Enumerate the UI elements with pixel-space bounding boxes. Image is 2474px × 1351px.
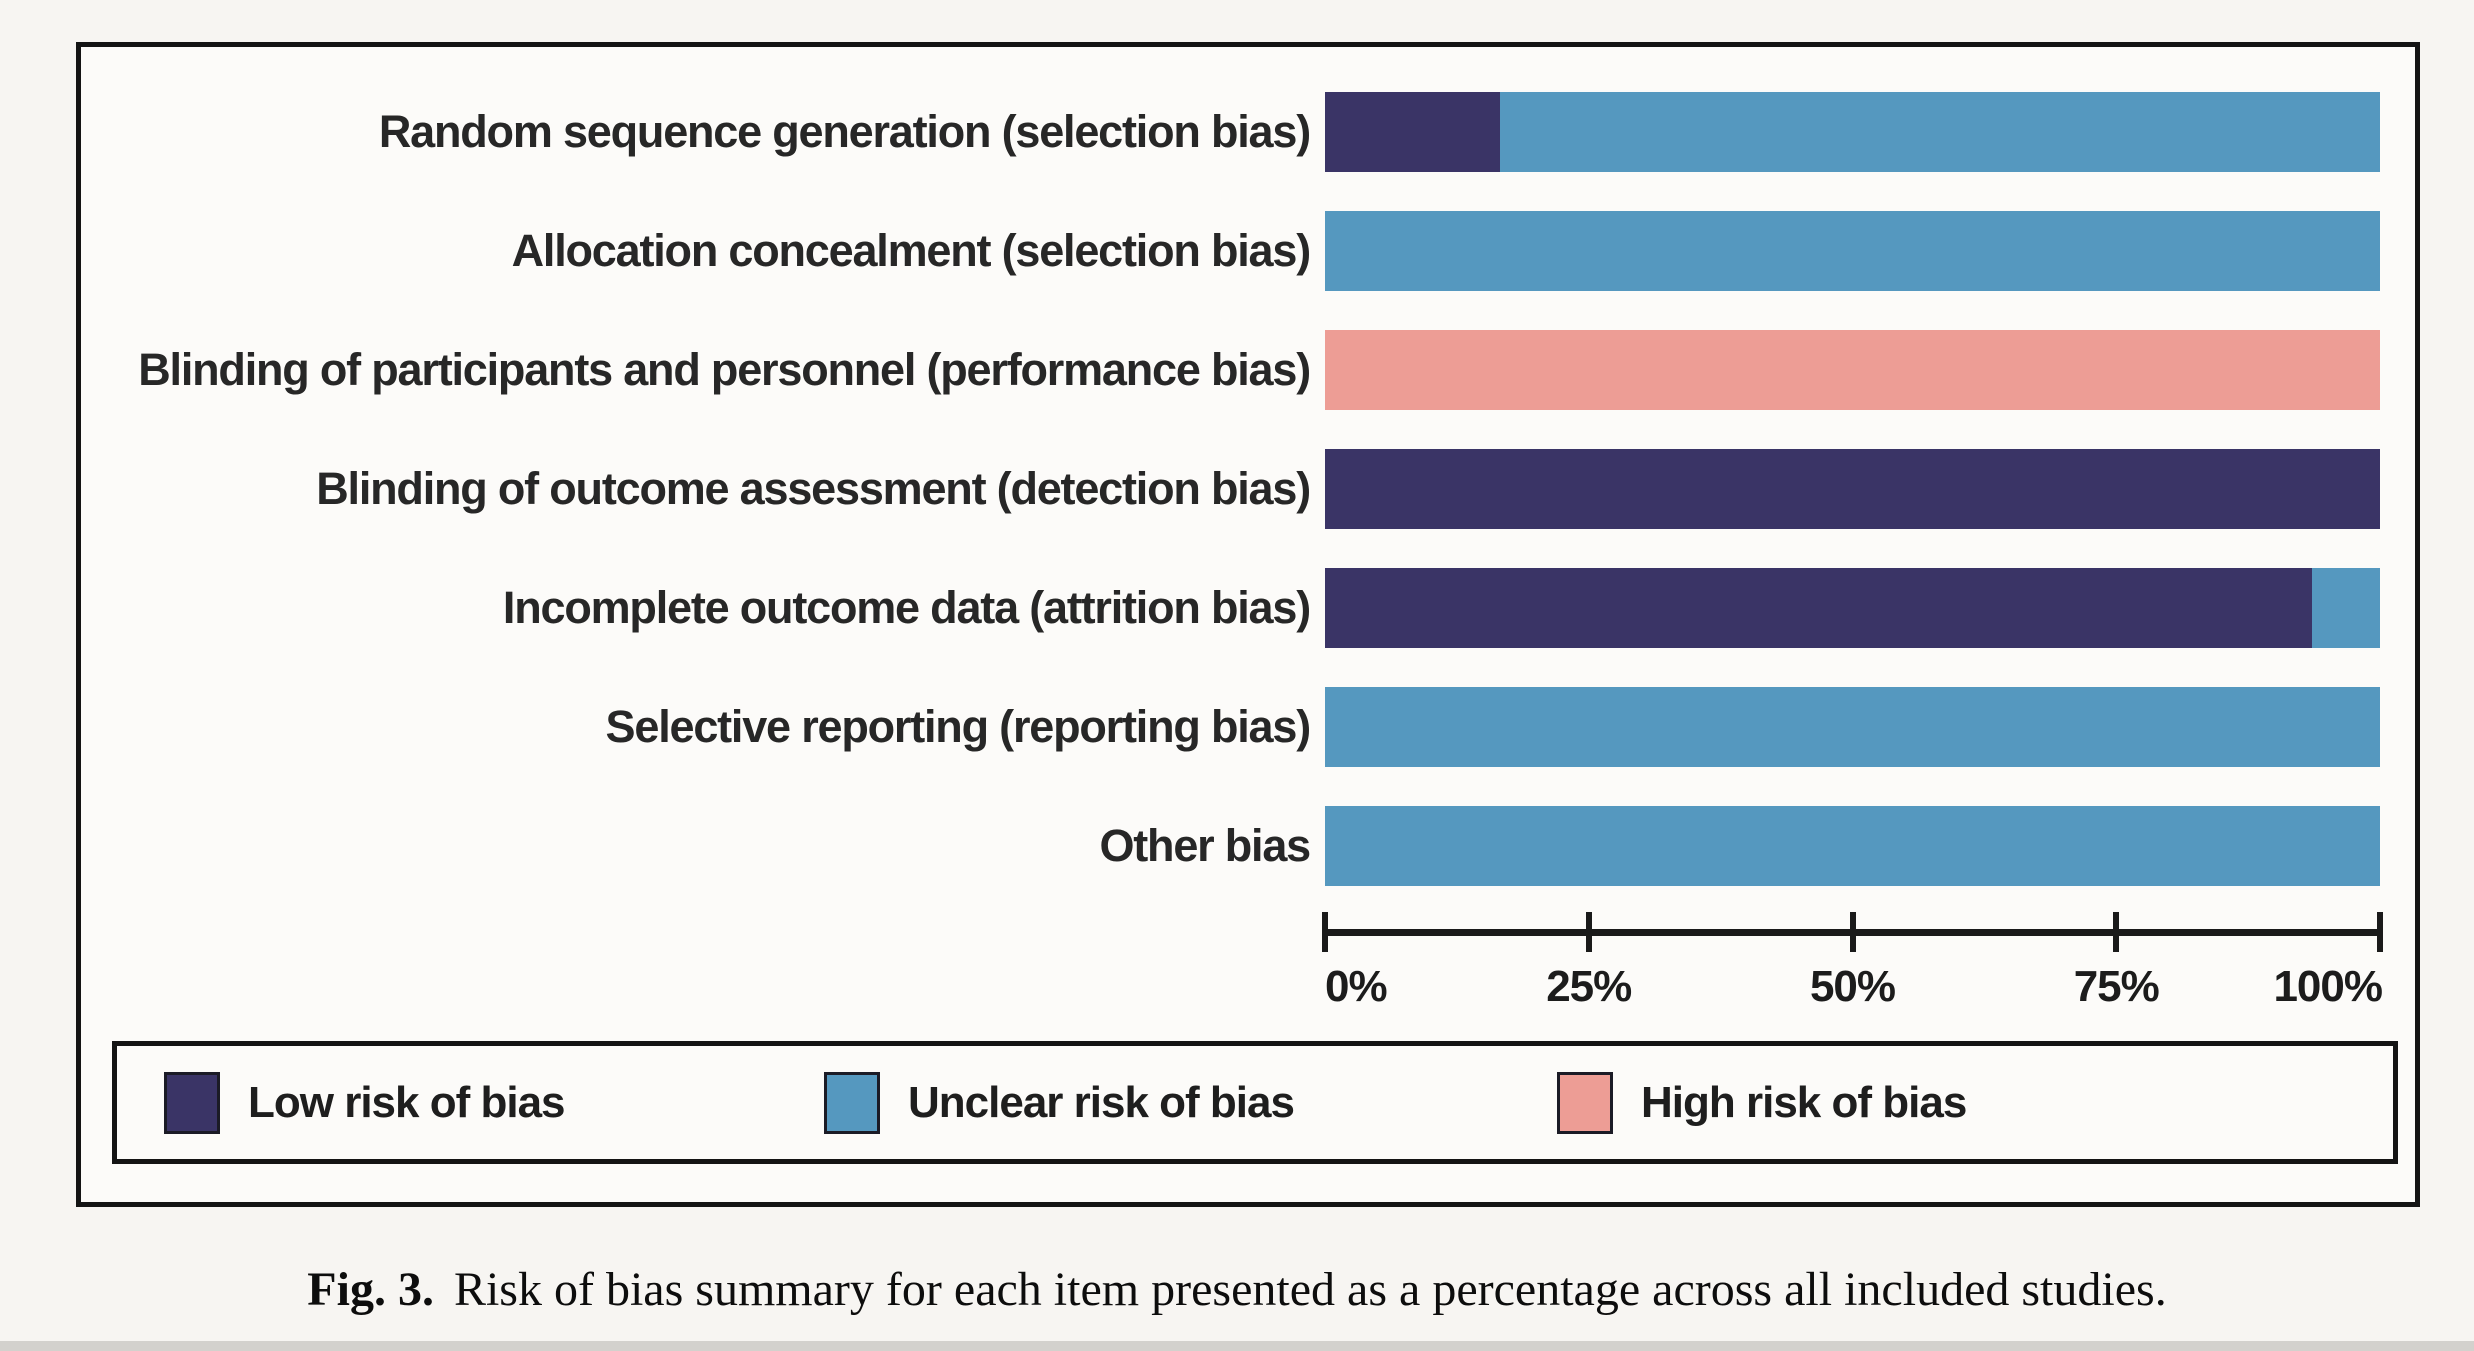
stacked-bar — [1325, 211, 2380, 291]
category-label: Allocation concealment (selection bias) — [511, 225, 1312, 276]
legend-item-low-risk-of-bias: Low risk of bias — [164, 1041, 566, 1164]
caption-prefix: Fig. 3. — [307, 1263, 434, 1316]
bar-segment-unclear-risk-of-bias — [2312, 568, 2380, 648]
category-label: Blinding of outcome assessment (detectio… — [316, 463, 1311, 514]
figure-caption: Fig. 3. Risk of bias summary for each ite… — [0, 1262, 2474, 1317]
x-axis-tick — [2113, 912, 2120, 952]
x-axis-tick — [2377, 912, 2383, 952]
legend-swatch-unclear-risk-of-bias — [824, 1071, 880, 1134]
stacked-bar — [1325, 92, 2380, 172]
chart-row: Other bias — [0, 806, 2474, 886]
x-axis-tick-label: 50% — [1809, 962, 1896, 1011]
stacked-bar — [1325, 687, 2380, 767]
category-label: Random sequence generation (selection bi… — [378, 106, 1311, 157]
legend-item-high-risk-of-bias: High risk of bias — [1557, 1041, 1967, 1164]
stacked-bar — [1325, 568, 2380, 648]
bar-segment-unclear-risk-of-bias — [1325, 687, 2380, 767]
bar-segment-unclear-risk-of-bias — [1325, 806, 2380, 886]
stacked-bar — [1325, 449, 2380, 529]
legend-label: Low risk of bias — [248, 1077, 566, 1127]
legend-box — [112, 1041, 2398, 1164]
chart-row: Random sequence generation (selection bi… — [0, 92, 2474, 172]
x-axis-tick — [1322, 912, 1328, 952]
category-label: Selective reporting (reporting bias) — [605, 701, 1312, 752]
legend-swatch-high-risk-of-bias — [1557, 1071, 1613, 1134]
bar-segment-low-risk-of-bias — [1325, 92, 1501, 172]
category-label: Incomplete outcome data (attrition bias) — [502, 582, 1311, 633]
legend-label: High risk of bias — [1641, 1077, 1967, 1127]
stacked-bar — [1325, 806, 2380, 886]
x-axis-tick-label: 0% — [1325, 962, 1388, 1011]
category-label: Other bias — [1099, 820, 1311, 871]
scan-artifact-strip — [0, 1341, 2474, 1351]
x-axis-tick — [1849, 912, 1856, 952]
x-axis-tick-label: 75% — [2073, 962, 2160, 1011]
x-axis-tick-label: 100% — [2273, 962, 2383, 1011]
chart-row: Blinding of participants and personnel (… — [0, 330, 2474, 410]
legend-item-unclear-risk-of-bias: Unclear risk of bias — [824, 1041, 1295, 1164]
x-axis-tick — [1585, 912, 1592, 952]
bar-segment-unclear-risk-of-bias — [1500, 92, 2380, 172]
chart-row: Incomplete outcome data (attrition bias) — [0, 568, 2474, 648]
chart-row: Selective reporting (reporting bias) — [0, 687, 2474, 767]
bar-segment-low-risk-of-bias — [1325, 449, 2380, 529]
caption-text: Risk of bias summary for each item prese… — [453, 1263, 2167, 1316]
bar-segment-unclear-risk-of-bias — [1325, 211, 2380, 291]
x-axis-tick-label: 25% — [1546, 962, 1632, 1011]
bar-segment-low-risk-of-bias — [1325, 568, 2313, 648]
chart-row: Blinding of outcome assessment (detectio… — [0, 449, 2474, 529]
category-label: Blinding of participants and personnel (… — [138, 344, 1311, 395]
bar-segment-high-risk-of-bias — [1325, 330, 2380, 410]
legend-label: Unclear risk of bias — [908, 1077, 1295, 1127]
chart-row: Allocation concealment (selection bias) — [0, 211, 2474, 291]
legend-swatch-low-risk-of-bias — [164, 1071, 220, 1134]
stacked-bar — [1325, 330, 2380, 410]
